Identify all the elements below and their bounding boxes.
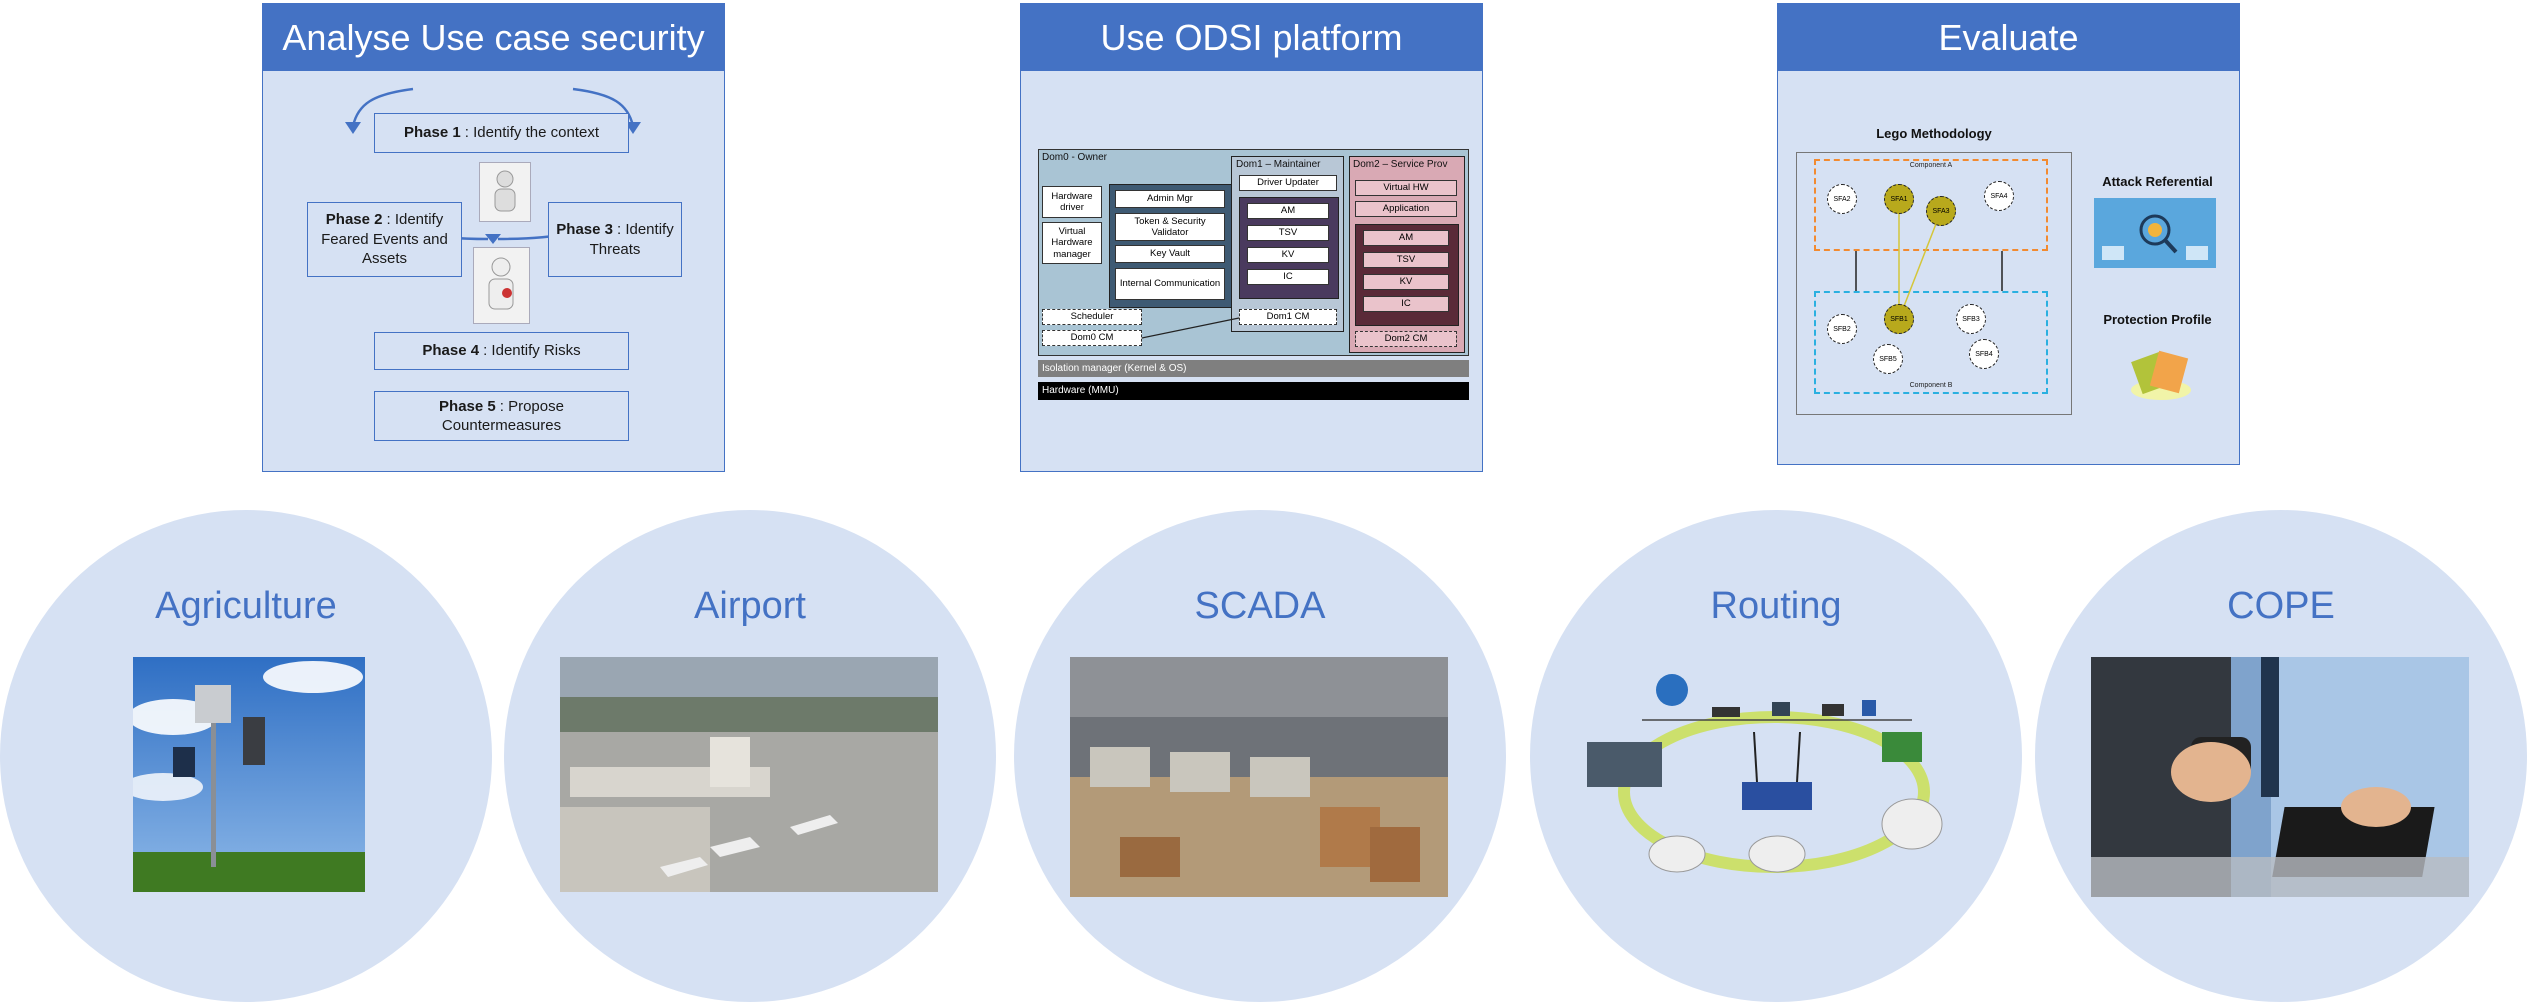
vhw-manager-box: Virtual Hardware manager (1042, 222, 1102, 264)
component-a-label: Component A (1909, 162, 1953, 169)
dom0-label: Dom0 - Owner (1042, 152, 1108, 163)
phase-2-box: Phase 2: Identify Feared Events and Asse… (307, 202, 462, 277)
dom2-label: Dom2 – Service Prov (1353, 159, 1448, 170)
component-a-box (1814, 159, 2048, 251)
protection-profile-icon (2126, 342, 2196, 404)
hardware-bar: Hardware (MMU) (1038, 382, 1469, 400)
odsi-panel: Use ODSI platform Dom0 - Owner Hardware … (1020, 3, 1483, 472)
evaluate-panel-title: Evaluate (1778, 4, 2239, 71)
hw-driver-box: Hardware driver (1042, 186, 1102, 218)
dom1-am-box: AM (1247, 203, 1329, 219)
agriculture-photo (133, 657, 365, 892)
internal-comm-box: Internal Communication (1115, 268, 1225, 300)
routing-diagram (1582, 672, 1970, 877)
lego-methodology-label: Lego Methodology (1876, 126, 1992, 141)
attack-referential-label: Attack Referential (2102, 174, 2213, 189)
cm-link-line (1141, 317, 1240, 339)
phase-5-label: Phase 5 (439, 397, 496, 415)
phase-3-box: Phase 3: Identify Threats (548, 202, 682, 277)
dom2-am-box: AM (1363, 230, 1449, 246)
evaluate-panel: Evaluate Lego Methodology Component A Co… (1777, 3, 2240, 465)
driver-updater-box: Driver Updater (1239, 175, 1337, 191)
dom0-cm-box: Dom0 CM (1042, 330, 1142, 346)
sfb4-node: SFB4 (1969, 339, 1999, 369)
cope-label: COPE (2227, 585, 2335, 627)
phase-5-text: : Propose Countermeasures (441, 397, 564, 435)
analyse-panel: Analyse Use case security Phase 1: Ident… (262, 3, 725, 472)
scada-photo (1070, 657, 1448, 897)
phase-4-box: Phase 4: Identify Risks (374, 332, 629, 370)
sfa3-node: SFA3 (1926, 196, 1956, 226)
odsi-panel-title: Use ODSI platform (1021, 4, 1482, 71)
dom1-tsv-box: TSV (1247, 225, 1329, 241)
isolation-manager-bar: Isolation manager (Kernel & OS) (1038, 360, 1469, 377)
dom1-kv-box: KV (1247, 247, 1329, 263)
analyse-panel-title: Analyse Use case security (263, 4, 724, 71)
component-b-label: Component B (1909, 382, 1953, 389)
airport-photo (560, 657, 938, 892)
sfa1-node: SFA1 (1884, 184, 1914, 214)
sfb3-node: SFB3 (1956, 304, 1986, 334)
dom1-ic-box: IC (1247, 269, 1329, 285)
lego-links (1855, 199, 2003, 320)
admin-mgr-box: Admin Mgr (1115, 190, 1225, 208)
protection-profile-label: Protection Profile (2103, 312, 2212, 327)
phase-4-label: Phase 4 (422, 342, 480, 360)
application-box: Application (1355, 201, 1457, 217)
virtual-hw-box: Virtual HW (1355, 180, 1457, 196)
agriculture-label: Agriculture (155, 585, 337, 627)
phase-1-label: Phase 1 (404, 124, 461, 142)
phase-3-text: : Identify Threats (589, 221, 674, 258)
phase-1-box: Phase 1: Identify the context (374, 113, 629, 153)
phase-1-text: : Identify the context (464, 124, 599, 142)
airport-label: Airport (694, 585, 806, 627)
attack-referential-image (2094, 198, 2216, 268)
sfb2-node: SFB2 (1827, 314, 1857, 344)
dom1-label: Dom1 – Maintainer (1236, 159, 1321, 170)
scheduler-box: Scheduler (1042, 309, 1142, 325)
token-validator-box: Token & Security Validator (1115, 213, 1225, 241)
sfa2-node: SFA2 (1827, 184, 1857, 214)
dom2-tsv-box: TSV (1363, 252, 1449, 268)
dom2-kv-box: KV (1363, 274, 1449, 290)
sfb1-node: SFB1 (1884, 304, 1914, 334)
scada-label: SCADA (1194, 585, 1326, 627)
phase-5-box: Phase 5: Propose Countermeasures (374, 391, 629, 441)
phase-2-text: : Identify Feared Events and Assets (321, 211, 448, 268)
key-vault-box: Key Vault (1115, 245, 1225, 263)
dom2-cm-box: Dom2 CM (1355, 331, 1457, 347)
figure-thinker-icon (479, 162, 531, 222)
phase-4-text: : Identify Risks (483, 342, 581, 360)
sfb5-node: SFB5 (1873, 344, 1903, 374)
sfa4-node: SFA4 (1984, 181, 2014, 211)
dom1-cm-box: Dom1 CM (1239, 309, 1337, 325)
component-b-box (1814, 291, 2048, 394)
figure-search-icon (473, 247, 530, 324)
phase-2-label: Phase 2 (325, 211, 383, 229)
routing-label: Routing (1710, 585, 1842, 627)
cope-photo (2091, 657, 2469, 897)
phase-3-label: Phase 3 (556, 221, 613, 238)
dom2-ic-box: IC (1363, 296, 1449, 312)
